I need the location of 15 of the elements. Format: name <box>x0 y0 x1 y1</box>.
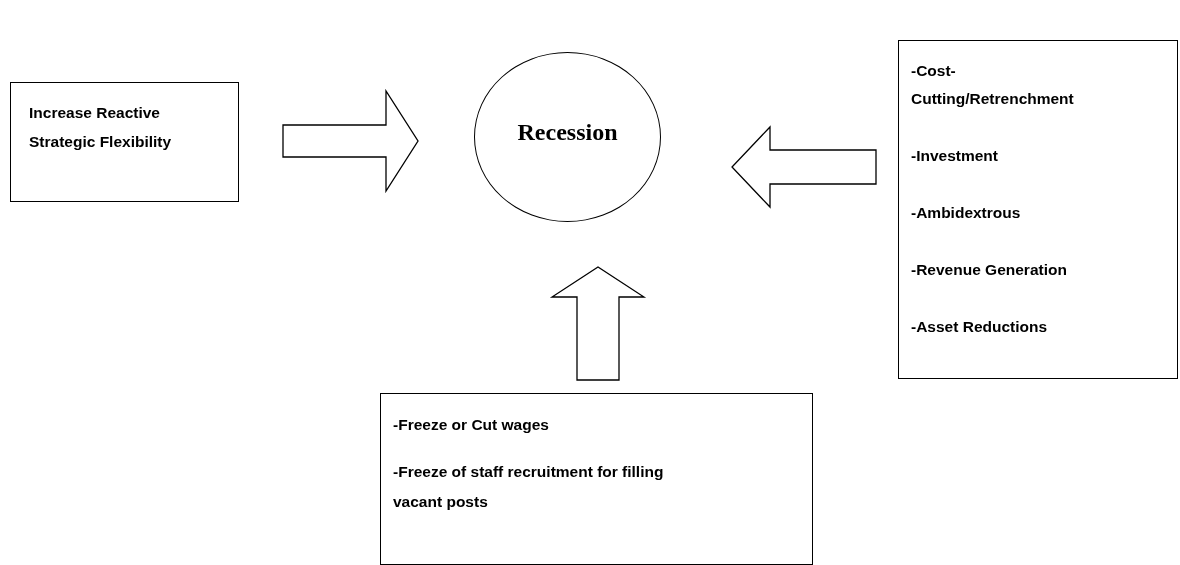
box-text: -Freeze or Cut wages <box>393 415 550 435</box>
box-text: -Revenue Generation <box>911 260 1068 280</box>
box-text: Increase Reactive Strategic Flexibility <box>29 103 173 152</box>
box-text: -Freeze of staff recruitment for filling vacant posts <box>393 462 665 512</box>
block-arrow <box>282 88 419 194</box>
text-box <box>380 393 813 565</box>
box-text: -Investment <box>911 146 999 166</box>
box-text: -Cost-Cutting/Retrenchment <box>911 61 1075 109</box>
box-text: -Ambidextrous <box>911 203 1022 223</box>
node-title: Recession <box>517 119 618 146</box>
text-box <box>10 82 239 202</box>
block-arrow <box>549 266 647 381</box>
box-text: -Asset Reductions <box>911 317 1049 337</box>
block-arrow <box>731 125 877 209</box>
text-box <box>898 40 1178 379</box>
